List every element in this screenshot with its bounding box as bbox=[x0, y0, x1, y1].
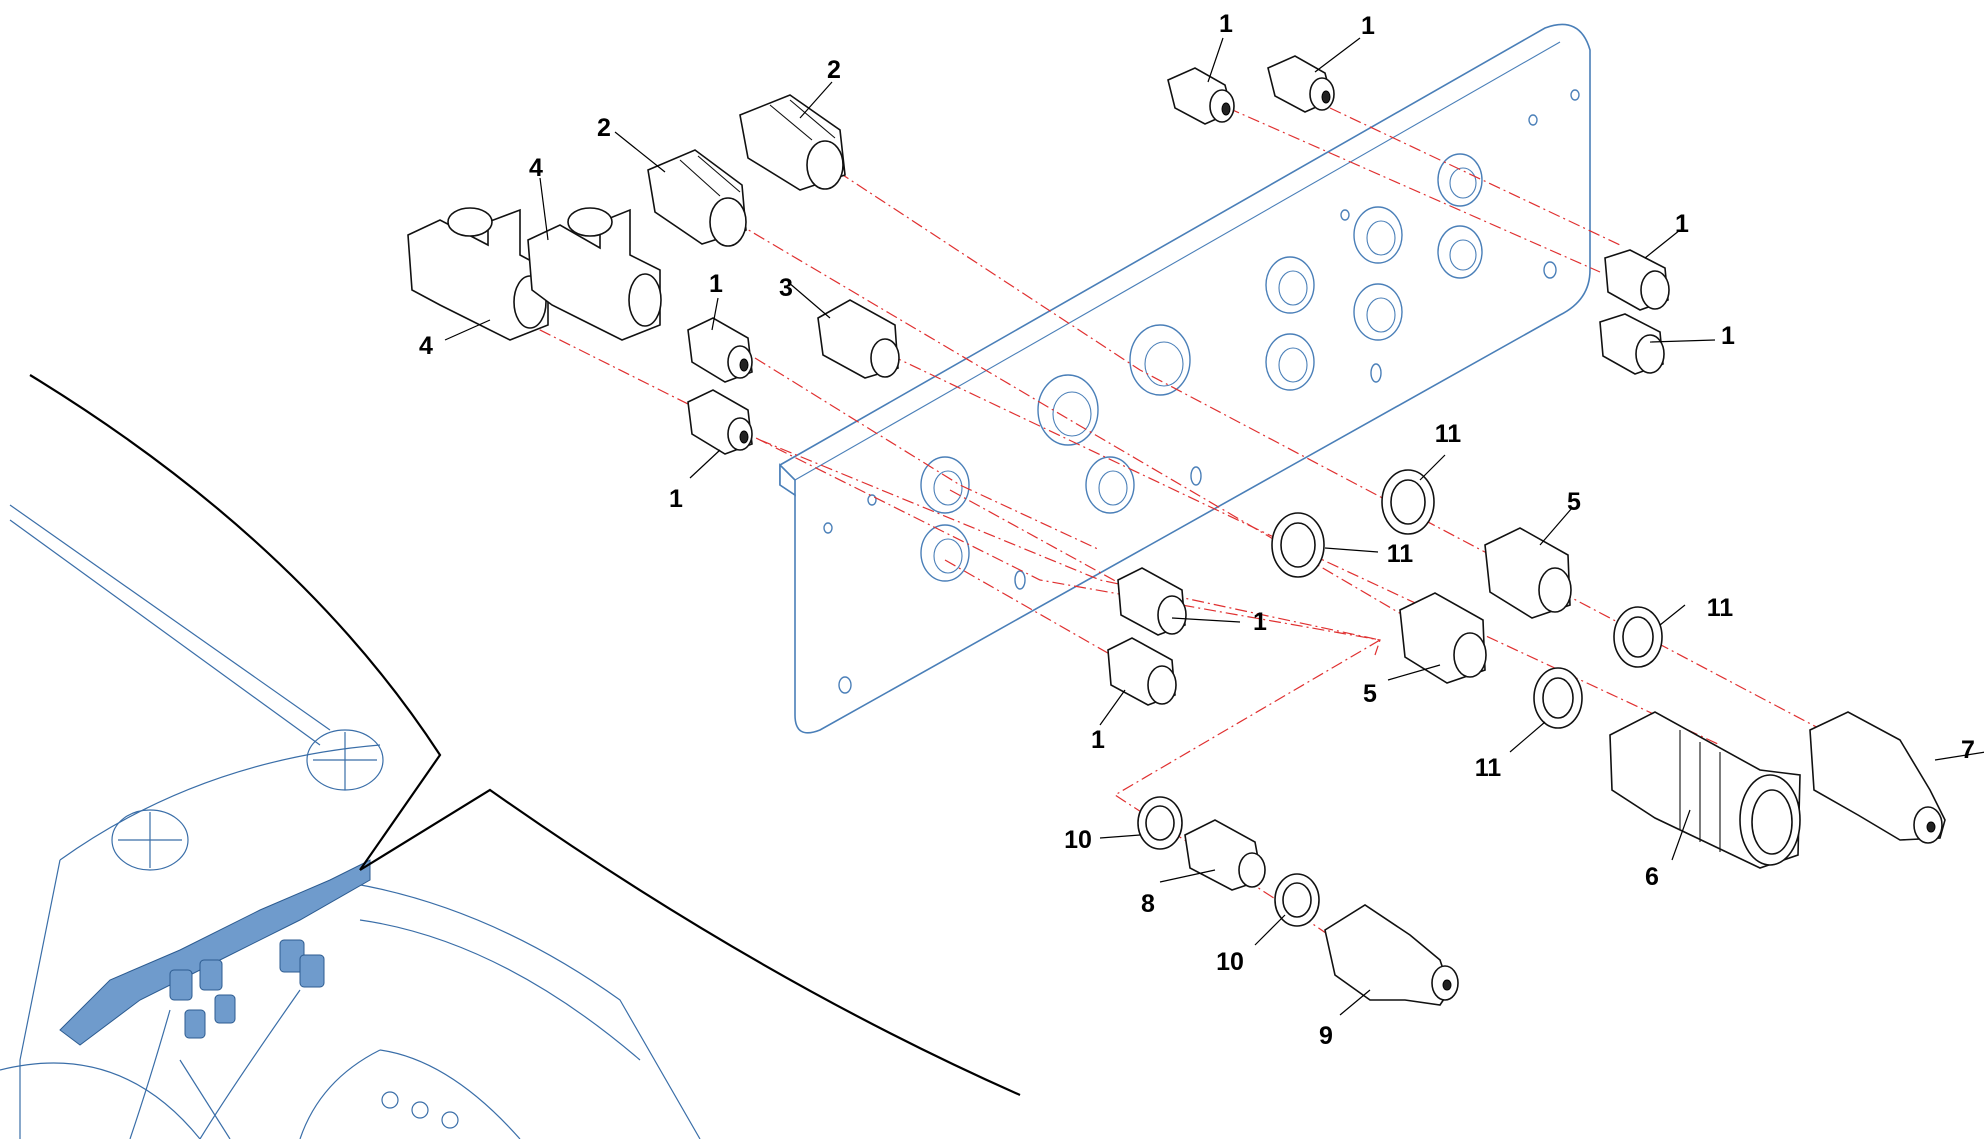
straight-adapter-part-1 bbox=[1167, 67, 1235, 125]
adapter-part-3 bbox=[817, 299, 900, 379]
straight-adapter-part-1 bbox=[687, 389, 753, 455]
tee-fitting-part-4 bbox=[527, 207, 662, 341]
callout-1: 1 bbox=[1721, 322, 1735, 350]
quick-coupler-female-part-6 bbox=[1609, 711, 1801, 869]
fitting-parts bbox=[407, 55, 1946, 1006]
callout-5: 5 bbox=[1567, 488, 1581, 516]
callout-2: 2 bbox=[827, 56, 841, 84]
bulkhead-union-part-5 bbox=[1484, 527, 1572, 619]
adapter-part-8 bbox=[1184, 819, 1266, 891]
quick-coupler-male-part-9 bbox=[1324, 904, 1459, 1006]
sealing-washer-part-11 bbox=[1381, 469, 1435, 535]
mounting-plate bbox=[779, 23, 1591, 734]
callout-1: 1 bbox=[1091, 726, 1105, 754]
zoom-frame bbox=[29, 374, 1021, 1097]
bulkhead-fitting-part-2 bbox=[739, 94, 846, 191]
callout-1: 1 bbox=[1219, 10, 1233, 38]
callout-leaders bbox=[444, 37, 1984, 1016]
callout-8: 8 bbox=[1141, 890, 1155, 918]
callout-11: 11 bbox=[1707, 594, 1734, 622]
sealing-washer-part-10 bbox=[1274, 873, 1320, 927]
sealing-washer-part-11 bbox=[1613, 606, 1663, 668]
bulkhead-fitting-part-2 bbox=[647, 149, 747, 247]
straight-adapter-part-1 bbox=[1267, 55, 1335, 113]
callout-3: 3 bbox=[779, 274, 793, 302]
callout-1: 1 bbox=[709, 270, 723, 298]
sealing-washer-part-10 bbox=[1137, 796, 1183, 850]
callout-5: 5 bbox=[1363, 680, 1377, 708]
callout-2: 2 bbox=[597, 114, 611, 142]
straight-adapter-part-1 bbox=[1604, 249, 1670, 311]
callout-10: 10 bbox=[1064, 826, 1092, 854]
straight-adapter-part-1 bbox=[1107, 637, 1177, 706]
callout-11: 11 bbox=[1387, 540, 1414, 568]
quick-coupler-male-part-7 bbox=[1809, 711, 1946, 844]
bulkhead-union-part-5 bbox=[1399, 592, 1487, 684]
straight-adapter-part-1 bbox=[1117, 567, 1187, 636]
callout-1: 1 bbox=[1361, 12, 1375, 40]
callout-10: 10 bbox=[1216, 948, 1244, 976]
callout-1: 1 bbox=[1253, 608, 1267, 636]
machine-context-view bbox=[0, 504, 701, 1139]
callout-1: 1 bbox=[1675, 210, 1689, 238]
tee-fitting-part-4 bbox=[407, 207, 549, 341]
straight-adapter-part-1 bbox=[687, 317, 753, 383]
callout-6: 6 bbox=[1645, 863, 1659, 891]
callout-9: 9 bbox=[1319, 1022, 1333, 1050]
sealing-washer-part-11 bbox=[1271, 512, 1325, 578]
callout-4: 4 bbox=[529, 154, 543, 182]
callout-11: 11 bbox=[1475, 754, 1502, 782]
callout-11: 11 bbox=[1435, 420, 1462, 448]
straight-adapter-part-1 bbox=[1599, 313, 1665, 375]
callout-7: 7 bbox=[1961, 736, 1975, 764]
callout-1: 1 bbox=[669, 485, 683, 513]
callout-labels: 1 1 1 1 1 1 1 1 2 2 3 4 4 5 5 6 7 8 9 10… bbox=[419, 10, 1975, 1050]
callout-4: 4 bbox=[419, 332, 433, 360]
sealing-washer-part-11 bbox=[1533, 667, 1583, 729]
